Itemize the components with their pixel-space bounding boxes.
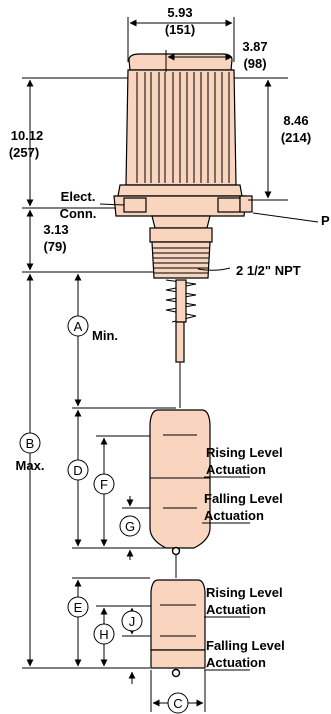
svg-text:H: H — [99, 627, 108, 642]
top-width-inches: 5.93 — [167, 5, 192, 20]
housing-height-inches: 8.46 — [283, 113, 308, 128]
top-width-mm: (151) — [165, 22, 195, 37]
svg-text:D: D — [73, 463, 82, 478]
min-label: Min. — [92, 328, 118, 343]
callout-e: E — [67, 596, 89, 618]
callout-d: D — [67, 459, 89, 481]
callout-b: B — [19, 432, 41, 454]
falling-level-label-1: Falling Level — [204, 491, 283, 506]
elect-conn-label: Elect. — [61, 189, 96, 204]
svg-text:J: J — [129, 614, 136, 629]
svg-text:F: F — [100, 477, 108, 492]
right-offset-inches: 3.87 — [242, 39, 267, 54]
svg-text:E: E — [74, 600, 83, 615]
p-label: P — [321, 213, 330, 228]
callout-j: J — [121, 610, 143, 632]
callout-h: H — [93, 623, 115, 645]
falling-actuation-label-2: Actuation — [206, 655, 266, 670]
enclosure-housing — [113, 53, 253, 229]
callout-g: G — [119, 515, 141, 537]
svg-text:G: G — [125, 519, 135, 534]
right-offset-mm: (98) — [243, 56, 266, 71]
falling-actuation-label-1: Actuation — [204, 508, 264, 523]
falling-level-label-2: Falling Level — [206, 638, 285, 653]
dimension-callouts: A B D F G E H J — [19, 315, 189, 714]
rising-actuation-label-2: Actuation — [206, 602, 266, 617]
callout-a: A — [67, 315, 89, 337]
npt-fitting — [149, 227, 213, 408]
callout-c: C — [167, 692, 189, 714]
svg-text:B: B — [26, 436, 35, 451]
callout-f: F — [93, 473, 115, 495]
fitting-height-inches: 3.13 — [43, 222, 68, 237]
lower-float — [150, 579, 206, 678]
dimension-labels: 5.93 (151) 3.87 (98) 8.46 (214) 10.12 (2… — [9, 5, 311, 254]
overall-height-inches: 10.12 — [11, 128, 44, 143]
svg-text:C: C — [173, 696, 182, 711]
elect-conn-label-2: Conn. — [60, 206, 97, 221]
rising-level-label-2: Rising Level — [206, 585, 283, 600]
dimension-lines — [22, 17, 319, 712]
fitting-height-mm: (79) — [43, 239, 66, 254]
overall-height-mm: (257) — [9, 145, 39, 160]
npt-label: 2 1/2" NPT — [236, 263, 301, 278]
callout-labels: Elect. Conn. P 2 1/2" NPT Min. Max. Risi… — [16, 189, 330, 671]
rising-actuation-label-1: Actuation — [206, 462, 266, 477]
upper-float — [149, 409, 211, 578]
max-label: Max. — [16, 458, 45, 473]
housing-height-mm: (214) — [281, 130, 311, 145]
rising-level-label-1: Rising Level — [206, 445, 283, 460]
svg-text:A: A — [74, 319, 83, 334]
